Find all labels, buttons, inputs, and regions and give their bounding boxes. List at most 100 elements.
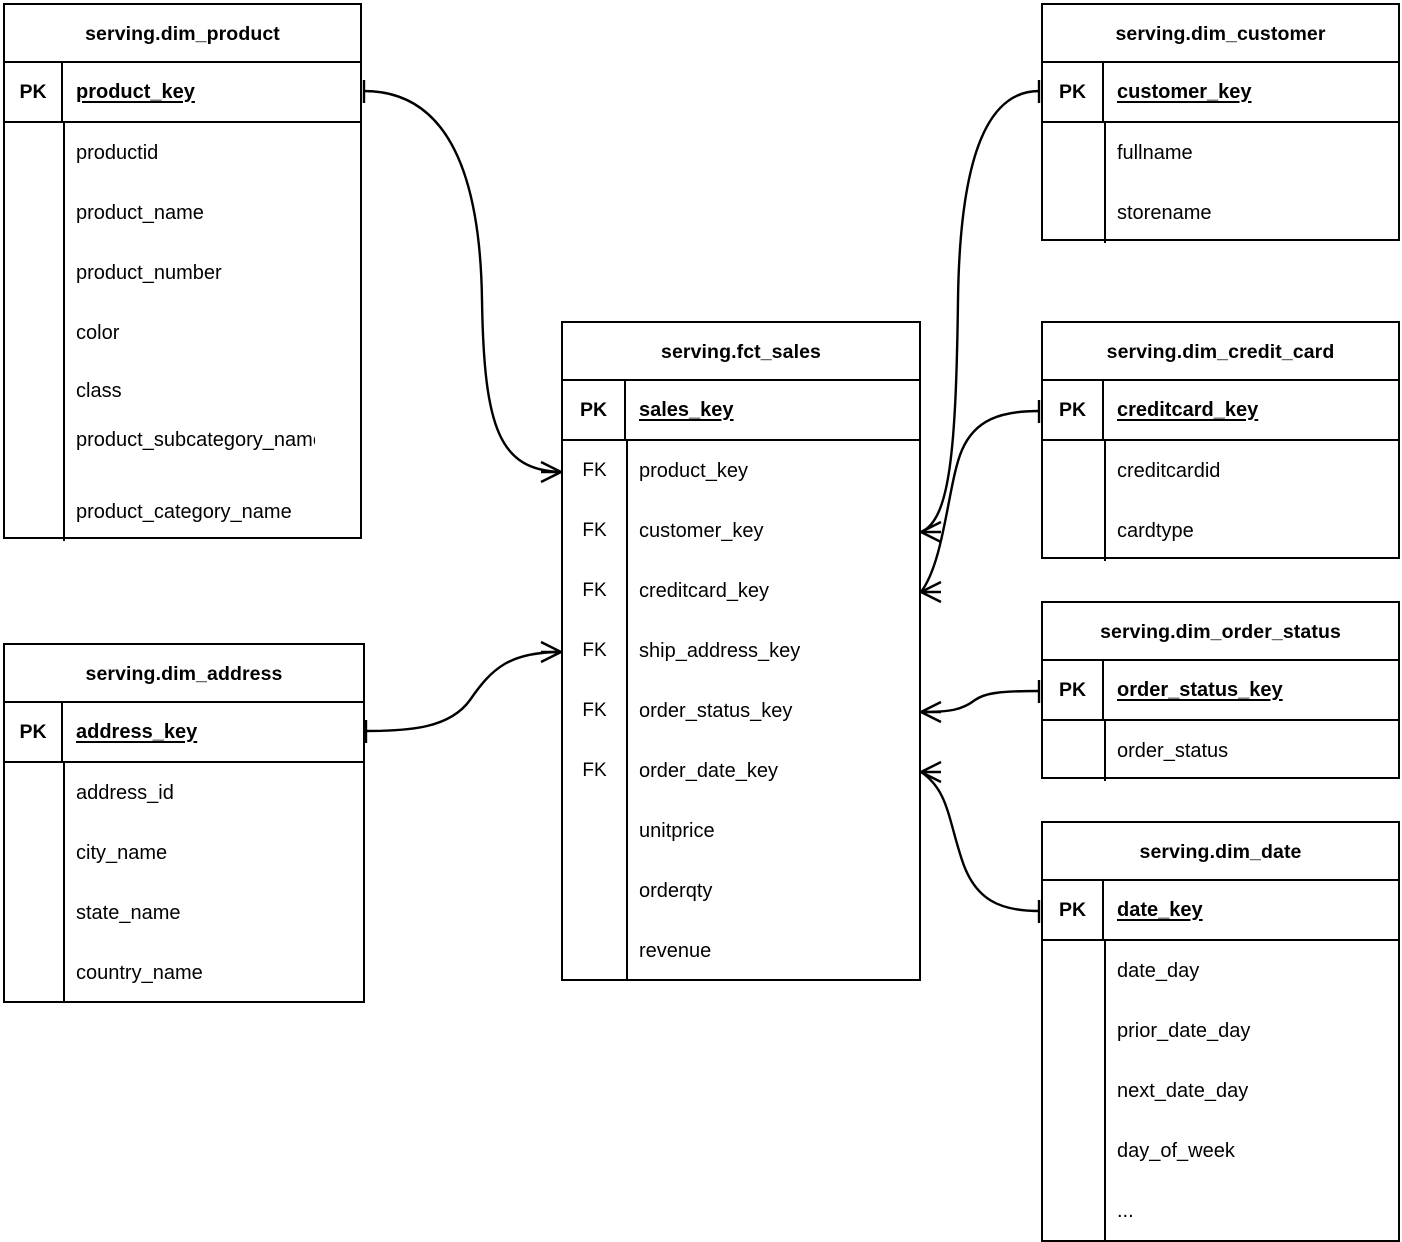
attr-name: storename: [1117, 201, 1212, 224]
attribute-row[interactable]: productid: [5, 123, 360, 183]
entity-dim-date[interactable]: serving.dim_date PK date_key date_day pr…: [1041, 821, 1400, 1242]
attribute-row[interactable]: class: [5, 363, 360, 419]
fk-label: FK: [582, 580, 607, 601]
entity-dim-product[interactable]: serving.dim_product PK product_key produ…: [3, 3, 362, 541]
crow-foot-address: [540, 640, 562, 664]
attribute-row[interactable]: day_of_week: [1043, 1121, 1398, 1181]
entity-title-dim-customer: serving.dim_customer: [1043, 5, 1398, 63]
pk-row-dim-credit-card[interactable]: PK creditcard_key: [1043, 381, 1398, 441]
attr-key: [1043, 721, 1104, 781]
attribute-row[interactable]: product_subcategory_name: [5, 419, 360, 483]
attribute-row[interactable]: product_category_name: [5, 483, 360, 541]
crow-foot-creditcard: [920, 580, 942, 604]
crow-foot-customer: [920, 520, 942, 544]
attr-key: [5, 183, 63, 243]
column-divider: [626, 441, 628, 981]
attribute-row[interactable]: creditcardid: [1043, 441, 1398, 501]
attribute-row[interactable]: revenue: [563, 921, 919, 981]
relationship-dim-order-status-fct-sales: [920, 680, 1041, 724]
pk-label-dim-customer: PK: [1043, 63, 1104, 121]
attr-name: creditcard_key: [639, 579, 770, 602]
attributes-dim-address: address_id city_name state_name country_…: [5, 763, 363, 1003]
attr-name: product_category_name: [76, 500, 292, 523]
attributes-dim-product: productid product_name product_number co…: [5, 123, 360, 541]
attribute-row[interactable]: next_date_day: [1043, 1061, 1398, 1121]
attr-key: [5, 763, 63, 823]
attribute-row[interactable]: cardtype: [1043, 501, 1398, 561]
attr-name: order_date_key: [639, 759, 778, 782]
attributes-fct-sales: FK product_key FK customer_key FK credit…: [563, 441, 919, 981]
entity-dim-customer[interactable]: serving.dim_customer PK customer_key ful…: [1041, 3, 1400, 243]
crow-foot-date: [920, 760, 942, 784]
attr-key: [563, 801, 626, 861]
attr-name: order_status_key: [639, 699, 793, 722]
attribute-row[interactable]: prior_date_day: [1043, 1001, 1398, 1061]
attr-name: productid: [76, 141, 159, 164]
attribute-row[interactable]: orderqty: [563, 861, 919, 921]
attr-key: [1043, 941, 1104, 1001]
attribute-row[interactable]: fullname: [1043, 123, 1398, 183]
attribute-row[interactable]: order_status: [1043, 721, 1398, 781]
attribute-row[interactable]: ...: [1043, 1181, 1398, 1241]
attr-name: unitprice: [639, 819, 715, 842]
attr-key: [5, 123, 63, 183]
attr-name: next_date_day: [1117, 1079, 1249, 1102]
attribute-row[interactable]: address_id: [5, 763, 363, 823]
attribute-row[interactable]: product_number: [5, 243, 360, 303]
pk-field-dim-product: product_key: [76, 80, 195, 103]
pk-row-dim-product[interactable]: PK product_key: [5, 63, 360, 123]
attr-name: date_day: [1117, 959, 1200, 982]
relationship-dim-customer-fct-sales: [920, 80, 1041, 544]
entity-dim-order-status[interactable]: serving.dim_order_status PK order_status…: [1041, 601, 1400, 781]
attribute-row[interactable]: date_day: [1043, 941, 1398, 1001]
fk-label: FK: [582, 760, 607, 781]
pk-row-fct-sales[interactable]: PK sales_key: [563, 381, 919, 441]
attr-key: [5, 419, 63, 483]
pk-row-dim-order-status[interactable]: PK order_status_key: [1043, 661, 1398, 721]
attribute-row[interactable]: country_name: [5, 943, 363, 1003]
attr-key: [1043, 1121, 1104, 1181]
attribute-row[interactable]: product_name: [5, 183, 360, 243]
attribute-row[interactable]: unitprice: [563, 801, 919, 861]
attr-name: customer_key: [639, 519, 764, 542]
attr-key: [1043, 1001, 1104, 1061]
pk-row-dim-customer[interactable]: PK customer_key: [1043, 63, 1398, 123]
attr-key: [1043, 1061, 1104, 1121]
attribute-row[interactable]: color: [5, 303, 360, 363]
attribute-row[interactable]: FK product_key: [563, 441, 919, 501]
entity-dim-address[interactable]: serving.dim_address PK address_key addre…: [3, 643, 365, 1003]
attribute-row[interactable]: FK order_date_key: [563, 741, 919, 801]
entity-dim-credit-card[interactable]: serving.dim_credit_card PK creditcard_ke…: [1041, 321, 1400, 561]
column-divider: [63, 123, 65, 541]
attribute-row[interactable]: storename: [1043, 183, 1398, 243]
attribute-row[interactable]: state_name: [5, 883, 363, 943]
pk-row-dim-address[interactable]: PK address_key: [5, 703, 363, 763]
column-divider: [63, 763, 65, 1003]
relationship-dim-address-fct-sales: [364, 640, 562, 743]
attribute-row[interactable]: FK creditcard_key: [563, 561, 919, 621]
pk-field-dim-date: date_key: [1117, 898, 1203, 921]
attribute-row[interactable]: city_name: [5, 823, 363, 883]
column-divider: [1104, 941, 1106, 1241]
attr-name: order_status: [1117, 739, 1229, 762]
attribute-row[interactable]: FK ship_address_key: [563, 621, 919, 681]
attr-name: product_name: [76, 201, 204, 224]
pk-field-dim-address: address_key: [76, 720, 198, 743]
attr-name: ...: [1117, 1199, 1134, 1222]
attr-name: country_name: [76, 961, 203, 984]
attr-key: [563, 861, 626, 921]
column-divider: [1104, 441, 1106, 561]
attribute-row[interactable]: FK order_status_key: [563, 681, 919, 741]
pk-row-dim-date[interactable]: PK date_key: [1043, 881, 1398, 941]
attr-key: [563, 921, 626, 981]
attr-key: [1043, 1181, 1104, 1241]
attribute-row[interactable]: FK customer_key: [563, 501, 919, 561]
fk-label: FK: [582, 700, 607, 721]
attr-name: address_id: [76, 781, 174, 804]
entity-fct-sales[interactable]: serving.fct_sales PK sales_key FK produc…: [561, 321, 921, 981]
attr-key: [5, 823, 63, 883]
attributes-dim-customer: fullname storename: [1043, 123, 1398, 243]
attr-key: [1043, 441, 1104, 501]
relationship-dim-credit-card-fct-sales: [920, 400, 1041, 604]
